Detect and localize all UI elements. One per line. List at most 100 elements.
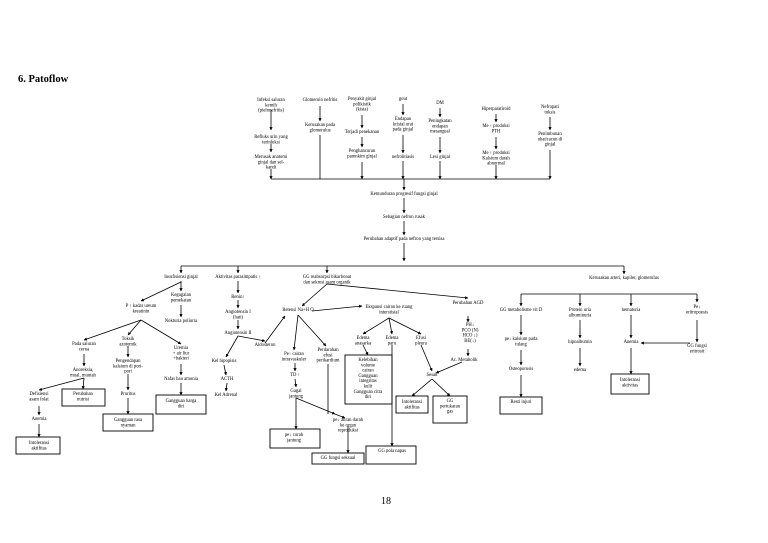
node-a1: Insufisiensi ginjal — [164, 275, 198, 280]
connector-arrow — [326, 283, 469, 300]
connector-arrow — [435, 361, 463, 374]
connector-arrow — [388, 317, 422, 335]
connector-arrow — [225, 335, 239, 358]
connector-arrow — [38, 377, 85, 391]
connector-arrow — [292, 314, 299, 351]
connector-arrow — [295, 397, 336, 415]
node-k9: Anemia — [624, 340, 640, 345]
section-heading: 6. Patoflow — [18, 74, 69, 85]
connector-arrow — [431, 378, 451, 397]
node-a4: Nokturia poliuria — [165, 319, 198, 324]
connector-arrow — [224, 382, 228, 392]
node-k8: hematuria — [622, 308, 642, 313]
node-m3: Perubahan adaptif pada nefron yang tersi… — [364, 237, 446, 242]
node-c3b: Terjadi penekanan — [345, 130, 380, 135]
node-r1: Aktivitas parasimpatis ↑ — [215, 275, 261, 280]
node-g10: Sesak — [427, 373, 439, 378]
node-k6: hipoalbumin — [568, 340, 592, 345]
node-k7: edema — [574, 368, 587, 373]
node-k10: Pe↓eritropoesis — [686, 305, 708, 315]
connector-arrow — [362, 344, 369, 356]
node-k2: GG metabolisme vit D — [500, 308, 543, 313]
connector-arrow — [334, 413, 346, 419]
box-bx3 — [311, 452, 365, 465]
connector-arrow — [301, 283, 328, 307]
connector-arrow — [420, 344, 433, 372]
node-g4: PH↓PCO (N)HCO ↓)BE(↓) — [462, 323, 479, 344]
node-r7: ACTH — [221, 377, 234, 382]
node-bx4: GG pola napas — [378, 449, 406, 454]
node-a6: Anoreksia,mual, muntah — [70, 368, 96, 378]
connector-arrow — [223, 364, 228, 376]
node-r3: Angiotensin I(hati) — [225, 310, 251, 320]
node-r5: Aldosteron — [255, 343, 276, 348]
node-c4a: gout — [399, 97, 408, 102]
connector-arrow — [362, 317, 390, 335]
node-c2a: Glomerulo nefritis — [303, 98, 338, 103]
node-k1: Kerusakan arteri, kapiler, glomerulus — [589, 276, 659, 281]
node-r2: Renin↑ — [231, 295, 245, 300]
node-r4: Angiotensin II — [224, 331, 252, 336]
connector-arrow — [264, 315, 286, 344]
node-g5: Ac. Metabolik — [450, 358, 478, 363]
connector-arrow — [297, 314, 327, 347]
node-c4c: nefrolitiasis — [392, 155, 414, 160]
connector-arrow — [140, 281, 182, 302]
node-a11: Nafas bau amonia — [164, 377, 199, 382]
connector-arrow — [81, 377, 85, 390]
node-bx7: Resti injuri — [511, 400, 533, 405]
connector-arrow — [388, 317, 394, 335]
node-a9: Pruritus — [121, 392, 136, 397]
node-a13: Anemia — [32, 417, 48, 422]
node-k4: Osteoporosis — [509, 367, 534, 372]
node-g12: TD ↑ — [290, 373, 300, 378]
node-r8: Kel Adrenal — [215, 393, 238, 398]
node-m1: Kemunduran progresif fungsi ginjal — [370, 192, 438, 197]
node-m2: Sebagian nefron rusak — [383, 215, 426, 220]
connector-arrow — [140, 319, 182, 345]
connector-arrow — [411, 378, 433, 397]
node-g2: Retensi Na+H O — [282, 308, 314, 313]
node-r6: Kel hipopisis — [212, 359, 237, 364]
connector-arrow — [237, 335, 266, 343]
node-c5c: Lesi ginjal — [430, 155, 451, 160]
